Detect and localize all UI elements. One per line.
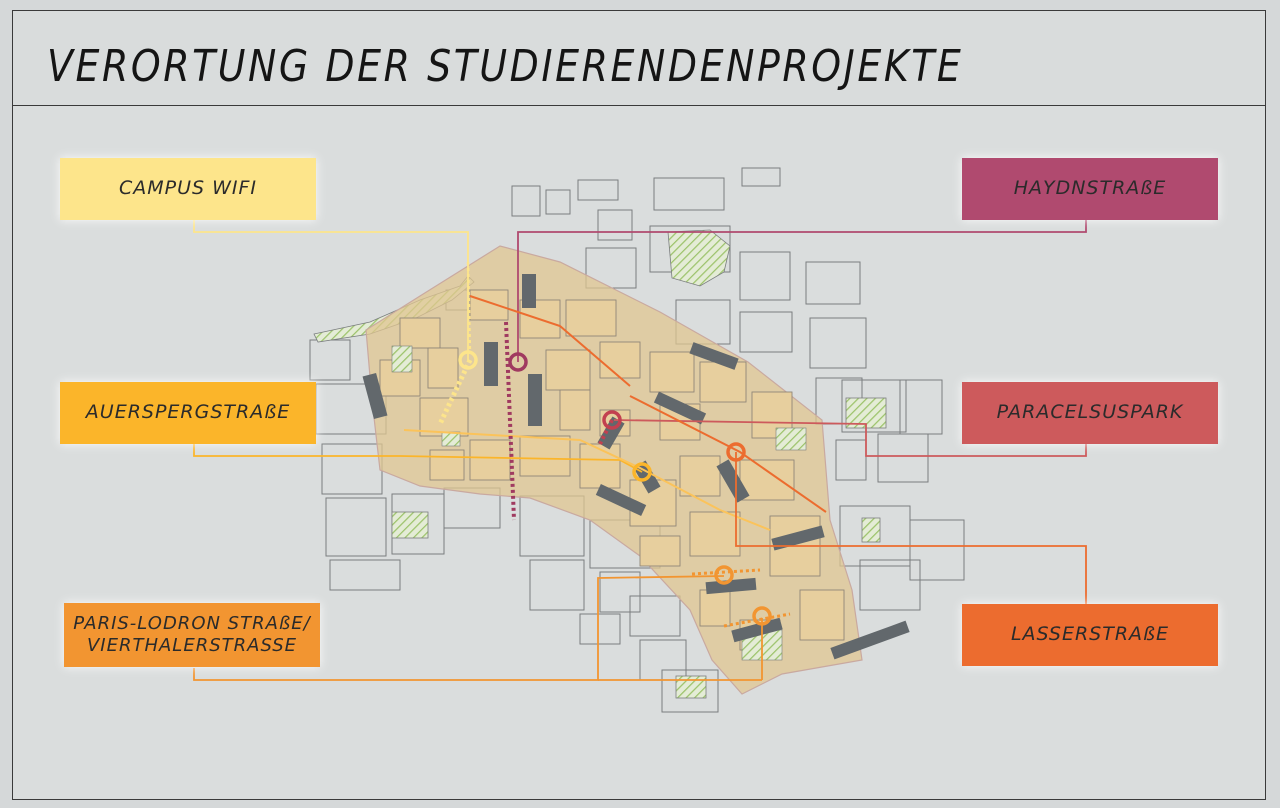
- label-paris-lodron-line1: PARIS-LODRON STRAßE/: [73, 612, 311, 634]
- label-lasserstrasse-text: LASSERSTRAßE: [1010, 623, 1170, 646]
- marker-campus-wifi: [458, 350, 478, 370]
- label-auerspergstrasse: AUERSPERGSTRAßE: [60, 382, 316, 444]
- page-title: VERORTUNG DER STUDIERENDENPROJEKTE: [47, 41, 964, 92]
- label-campus-wifi: CAMPUS WIFI: [60, 158, 316, 220]
- marker-lasserstrasse: [726, 442, 746, 462]
- label-haydnstrasse-text: HAYDNSTRAßE: [1013, 177, 1167, 200]
- label-haydnstrasse: HAYDNSTRAßE: [962, 158, 1218, 220]
- label-campus-wifi-text: CAMPUS WIFI: [118, 177, 258, 200]
- label-paracelsuspark: PARACELSUSPARK: [962, 382, 1218, 444]
- project-markers: [458, 350, 772, 626]
- label-auerspergstrasse-text: AUERSPERGSTRAßE: [85, 401, 291, 424]
- marker-auerspergstrasse: [632, 462, 652, 482]
- marker-vierthaler: [752, 606, 772, 626]
- project-routes: [193, 220, 1087, 681]
- marker-haydnstrasse: [508, 352, 528, 372]
- marker-paracelsuspark: [602, 410, 622, 430]
- label-lasserstrasse: LASSERSTRAßE: [962, 604, 1218, 666]
- green-areas: [391, 229, 887, 699]
- marker-paris-lodron: [714, 565, 734, 585]
- district-buildings: [379, 289, 845, 651]
- title-bar: VERORTUNG DER STUDIERENDENPROJEKTE: [12, 10, 1266, 106]
- label-paracelsuspark-text: PARACELSUSPARK: [996, 401, 1184, 424]
- label-paris-lodron: PARIS-LODRON STRAßE/ VIERTHALERSTRASSE: [64, 603, 320, 667]
- label-paris-lodron-line2: VIERTHALERSTRASSE: [86, 635, 298, 656]
